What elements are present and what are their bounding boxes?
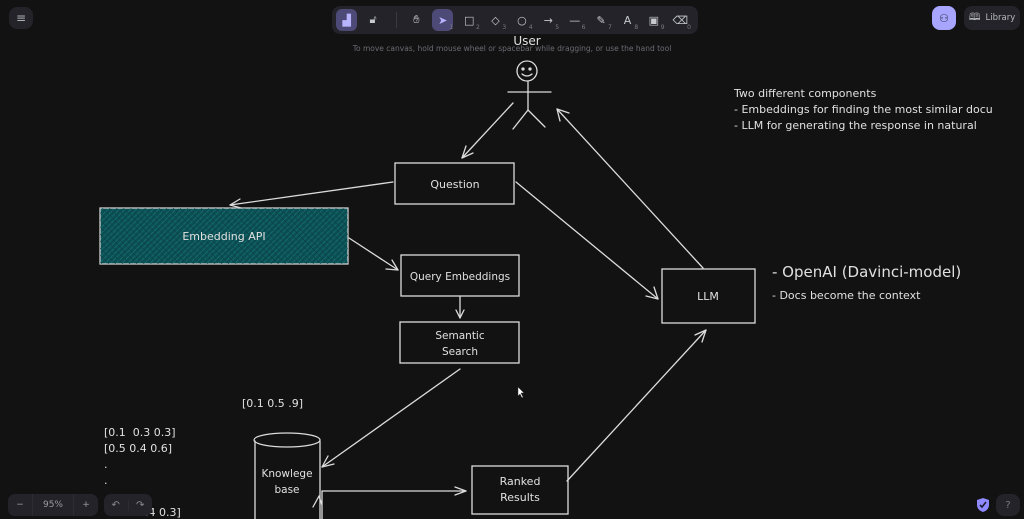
knowledge-base-label-1: Knowlege xyxy=(261,468,312,480)
tool-hand[interactable]: ✋︎ xyxy=(406,9,427,31)
tool-arrow[interactable]: →5 xyxy=(538,9,560,32)
text-icon: A xyxy=(623,13,632,27)
tool-image[interactable]: ▣9 xyxy=(643,9,665,32)
diamond-icon: ◇ xyxy=(491,13,500,27)
tool-selection[interactable]: ➤1 xyxy=(432,9,454,31)
book-icon: 🕮︎ xyxy=(968,11,981,23)
question-label: Question xyxy=(430,178,479,191)
tool-shortcut-key: 2 xyxy=(476,24,480,31)
query-embeddings-box[interactable] xyxy=(400,254,520,297)
tool-shortcut-key: 7 xyxy=(607,24,612,31)
tool-shortcut-key: 6 xyxy=(581,24,586,31)
tool-shortcut-key: 3 xyxy=(502,24,507,31)
arrow-icon: → xyxy=(543,13,553,27)
ranked-results-label-1: Ranked xyxy=(500,475,541,488)
tool-lock[interactable]: 🔓︎ xyxy=(362,9,383,31)
main-menu-button[interactable]: ≡ xyxy=(9,7,33,29)
mouse-cursor xyxy=(517,386,525,399)
hand-icon: ✋︎ xyxy=(413,13,420,26)
kb-vector-row-1: [0.1 0.3 0.3] xyxy=(104,426,176,439)
library-button[interactable]: 🕮︎ Library xyxy=(964,6,1020,30)
ranked-results-label-2: Results xyxy=(500,491,540,504)
canvas-hint: To move canvas, hold mouse wheel or spac… xyxy=(352,44,672,53)
library-label: Library xyxy=(985,13,1016,23)
toolbar-divider xyxy=(395,12,397,28)
llm-note-1: - OpenAI (Davinci-model) xyxy=(772,263,961,281)
kb-vector-dot-1: . xyxy=(104,458,108,471)
chart-icon: ▟ xyxy=(342,13,351,27)
arrow-query-to-semantic xyxy=(455,296,465,319)
arrow-kb-to-ranked xyxy=(312,486,467,519)
eraser-icon: ⌫ xyxy=(672,13,689,27)
arrow-llm-to-user xyxy=(556,108,704,269)
shield-check-icon[interactable] xyxy=(976,497,990,513)
zoom-in-button[interactable]: + xyxy=(73,494,98,516)
kb-vector-row-2: [0.5 0.4 0.6] xyxy=(104,442,172,455)
line-icon: — xyxy=(569,13,581,27)
tool-line[interactable]: —6 xyxy=(564,9,586,32)
zoom-controls: − 95% + xyxy=(8,494,98,516)
ranked-results-box[interactable] xyxy=(471,465,569,515)
llm-label: LLM xyxy=(697,290,719,303)
tool-ellipse[interactable]: ○4 xyxy=(511,9,533,32)
user-label: User xyxy=(513,34,540,48)
notes-line-1: - Embeddings for finding the most simila… xyxy=(734,103,993,116)
notes-line-2: - LLM for generating the response in nat… xyxy=(734,119,977,132)
kb-vector-last: .4 0.3] xyxy=(145,506,181,519)
ellipse-icon: ○ xyxy=(517,13,527,27)
rectangle-icon: □ xyxy=(463,13,475,27)
semantic-search-box[interactable] xyxy=(399,321,520,364)
user-figure xyxy=(507,60,552,130)
tool-keep-tool-active[interactable]: ▟ xyxy=(336,9,358,31)
tool-rectangle[interactable]: □2 xyxy=(458,9,480,32)
query-embeddings-label: Query Embeddings xyxy=(410,271,510,283)
tool-shortcut-key: 5 xyxy=(555,24,560,31)
semantic-search-label-1: Semantic xyxy=(435,330,484,342)
arrow-question-to-llm xyxy=(515,181,659,300)
llm-box[interactable] xyxy=(661,268,756,324)
arrow-ranked-to-llm xyxy=(566,329,707,482)
embedding-api-label: Embedding API xyxy=(182,230,265,243)
undo-redo-controls: ↶ ↷ xyxy=(104,494,152,516)
arrow-semantic-to-kb xyxy=(321,368,461,468)
image-icon: ▣ xyxy=(648,13,660,27)
undo-button[interactable]: ↶ xyxy=(104,499,129,511)
collaborate-button[interactable]: ⚇ xyxy=(932,6,956,30)
notes-title: Two different components xyxy=(733,87,877,100)
tool-draw[interactable]: ✎7 xyxy=(590,9,612,32)
pencil-icon: ✎ xyxy=(596,13,606,27)
pointer-icon: ➤ xyxy=(438,13,448,27)
tool-shortcut-key: 8 xyxy=(634,24,639,31)
knowledge-base-cylinder[interactable] xyxy=(253,432,321,519)
tool-shortcut-key: 4 xyxy=(528,24,533,31)
help-button[interactable]: ? xyxy=(996,494,1020,516)
kb-vector-dot-2: . xyxy=(104,474,108,487)
hamburger-menu-icon: ≡ xyxy=(15,11,27,25)
semantic-search-label-2: Search xyxy=(442,346,478,358)
arrow-embedding-to-query xyxy=(348,237,399,271)
zoom-out-button[interactable]: − xyxy=(8,494,33,516)
knowledge-base-label-2: base xyxy=(274,484,299,496)
query-vector: [0.1 0.5 .9] xyxy=(242,397,303,410)
unlock-icon: 🔓︎ xyxy=(369,13,377,26)
redo-button[interactable]: ↷ xyxy=(136,499,145,511)
llm-note-2: - Docs become the context xyxy=(772,289,921,302)
tool-shortcut-key: 0 xyxy=(687,24,691,31)
tool-diamond[interactable]: ◇3 xyxy=(485,9,507,32)
tool-shortcut-key: 9 xyxy=(660,24,665,31)
tool-shortcut-key: 1 xyxy=(449,24,454,31)
tool-eraser[interactable]: ⌫0 xyxy=(670,9,691,32)
arrow-user-to-question xyxy=(461,102,514,159)
help-icon: ? xyxy=(1005,499,1011,511)
arrow-question-to-embedding xyxy=(229,181,394,209)
users-icon: ⚇ xyxy=(939,11,949,25)
question-box[interactable] xyxy=(394,162,515,205)
zoom-level[interactable]: 95% xyxy=(42,500,63,510)
